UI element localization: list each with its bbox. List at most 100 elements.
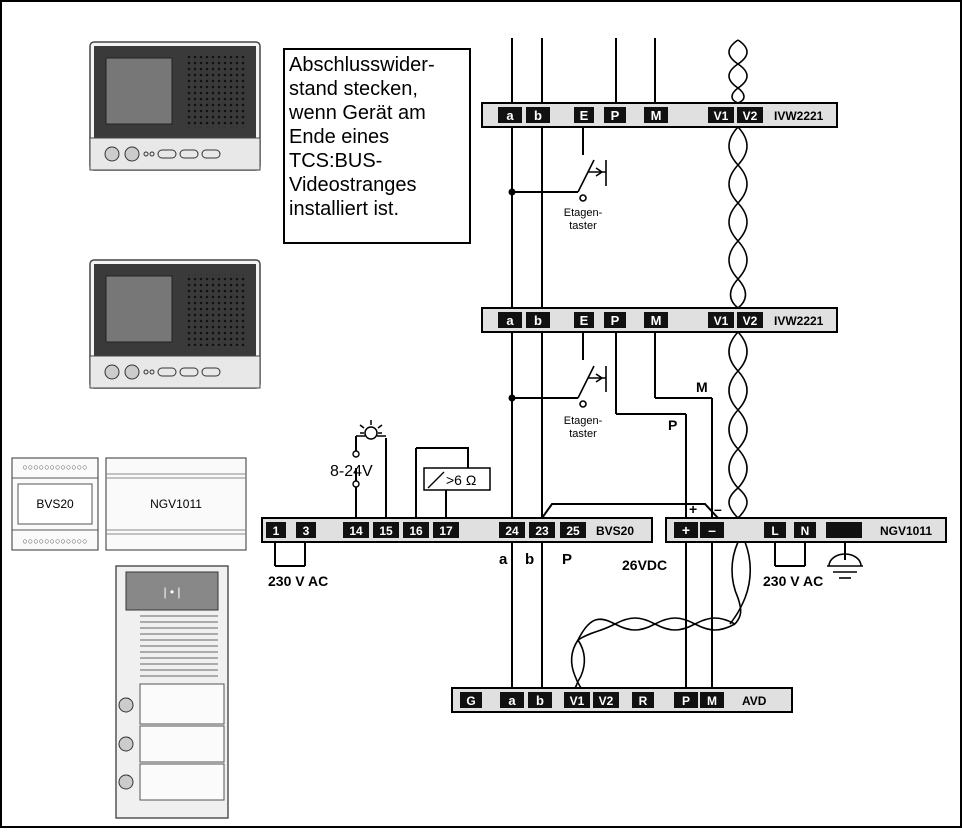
minus-label: –	[714, 501, 722, 517]
terminal-label: P	[682, 694, 690, 708]
terminal-e: E	[574, 312, 594, 328]
ngv-bar: + – L N NGV1011	[665, 517, 947, 543]
etagentaster-label: taster	[569, 220, 597, 232]
terminal-17: 17	[433, 522, 459, 538]
terminal-e: E	[574, 107, 594, 123]
terminal-label: V1	[570, 694, 585, 708]
note-line: Abschlusswider-	[289, 54, 435, 76]
dc-label: 26VDC	[622, 557, 667, 573]
bell-button-icon	[118, 736, 134, 752]
note-line: stand stecken,	[289, 78, 418, 100]
terminal-circle	[352, 480, 360, 488]
bvs20-model-label: BVS20	[596, 524, 634, 538]
terminal-label: 23	[535, 524, 549, 538]
terminal-14: 14	[343, 522, 369, 538]
etagentaster-label: Etagen-	[564, 207, 603, 219]
terminal-label: L	[771, 524, 778, 538]
avd-model-label: AVD	[742, 694, 767, 708]
terminal-label: V2	[743, 109, 758, 123]
etagentaster-label: taster	[569, 428, 597, 440]
wire-b-label: b	[525, 551, 534, 568]
wire-p-label: P	[668, 417, 677, 433]
terminal-1: 1	[266, 522, 286, 538]
wire-p-label: P	[562, 551, 572, 568]
terminal-label: 25	[566, 524, 580, 538]
wire-m-label: M	[696, 379, 708, 395]
terminal-label: 15	[379, 524, 393, 538]
resistor-label: >6 Ω	[446, 472, 476, 488]
terminal-plus: +	[674, 522, 698, 538]
terminal-earth	[826, 522, 862, 538]
terminal-label: M	[651, 313, 662, 328]
wire-a-label: a	[499, 551, 508, 568]
terminal-g: G	[460, 692, 482, 708]
terminal-a: a	[498, 312, 522, 328]
note-line: installiert ist.	[289, 198, 400, 220]
terminal-label: 14	[349, 524, 363, 538]
terminal-label: N	[801, 524, 810, 538]
bvs20-bar: 1 3 14 15 16 17 24 23 25 BVS20	[261, 517, 653, 543]
ngv-module-label: NGV1011	[150, 497, 202, 511]
terminal-label: b	[534, 108, 542, 123]
junction-dot	[508, 188, 516, 196]
terminal-circle	[352, 450, 360, 458]
plus-label: +	[689, 501, 697, 517]
terminal-v2: V2	[737, 312, 763, 328]
terminal-minus: –	[700, 522, 724, 538]
terminal-label: a	[508, 693, 516, 708]
terminal-m: M	[644, 312, 668, 328]
terminal-23: 23	[529, 522, 555, 538]
terminal-label: 3	[303, 524, 310, 538]
door-display-label: | • |	[163, 585, 180, 599]
terminal-label: R	[639, 694, 648, 708]
terminal-r: R	[632, 692, 654, 708]
monitor-illustration-top	[89, 41, 261, 171]
terminal-a: a	[498, 107, 522, 123]
ivw-mid-bar: a b E P M V1 V2 IVW2221	[481, 307, 838, 333]
terminal-label: V2	[743, 314, 758, 328]
terminal-label: 16	[409, 524, 423, 538]
etagentaster-label: Etagen-	[564, 415, 603, 427]
terminal-label: V1	[714, 109, 729, 123]
terminal-label: b	[536, 693, 544, 708]
etagentaster-switch-mid	[577, 365, 607, 408]
svg-text:○○○○○○○○○○○○: ○○○○○○○○○○○○	[22, 536, 87, 546]
terminal-label: b	[534, 313, 542, 328]
resistor-icon: >6 Ω	[423, 467, 491, 491]
lamp-voltage-label: 8-24V	[330, 463, 373, 480]
terminal-m: M	[700, 692, 724, 708]
ngv-model-label: NGV1011	[880, 524, 932, 538]
terminal-24: 24	[499, 522, 525, 538]
bvs20-module-label: BVS20	[36, 497, 74, 511]
terminal-label: 24	[505, 524, 519, 538]
bvs-supply-label: 230 V AC	[268, 573, 328, 589]
terminal-label: E	[580, 313, 589, 328]
bvs20-module-illustration: ○○○○○○○○○○○○ ○○○○○○○○○○○○ BVS20	[11, 457, 99, 551]
terminal-label: M	[651, 108, 662, 123]
lamp-icon	[356, 420, 386, 440]
terminal-l: L	[764, 522, 786, 538]
svg-text:○○○○○○○○○○○○: ○○○○○○○○○○○○	[22, 462, 87, 472]
terminal-label: P	[611, 313, 620, 328]
terminal-label: 17	[439, 524, 453, 538]
note-line: wenn Gerät am	[289, 102, 426, 124]
terminal-label: E	[580, 108, 589, 123]
terminal-label: V2	[599, 694, 614, 708]
terminal-b: b	[528, 692, 552, 708]
etagentaster-switch-top	[577, 159, 607, 202]
termination-note: Abschlusswider- stand stecken, wenn Gerä…	[283, 48, 471, 244]
terminal-p: P	[604, 107, 626, 123]
terminal-16: 16	[403, 522, 429, 538]
earth-icon	[827, 553, 863, 579]
ivw-model-label: IVW2221	[774, 314, 824, 328]
bell-button-icon	[118, 774, 134, 790]
door-station-illustration: | • |	[115, 565, 229, 819]
ivw-top-bar: a b E P M V1 V2 IVW2221	[481, 102, 838, 128]
terminal-p: P	[604, 312, 626, 328]
terminal-label: a	[506, 108, 514, 123]
terminal-label: +	[682, 522, 690, 538]
terminal-p: P	[674, 692, 698, 708]
